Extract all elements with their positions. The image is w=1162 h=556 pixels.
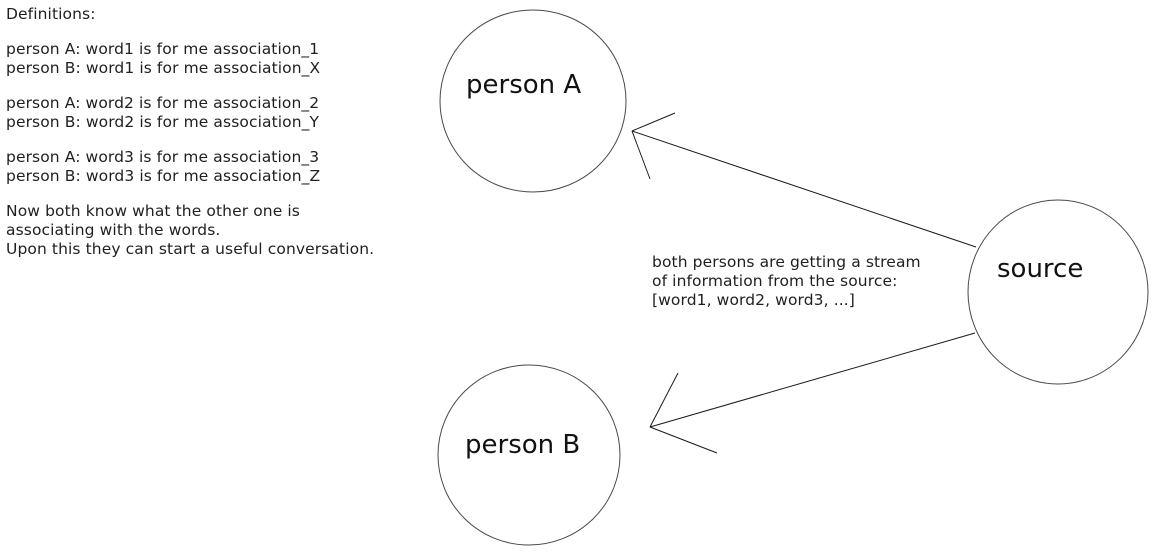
word2-definition-pair: person A: word2 is for me association_2 … bbox=[6, 94, 374, 132]
stream-annotation-line-1: both persons are getting a stream bbox=[652, 253, 921, 271]
word1-definition-pair: person A: word1 is for me association_1 … bbox=[6, 40, 374, 78]
person-b-node bbox=[437, 364, 621, 546]
source-node bbox=[967, 199, 1149, 385]
conclusion-block: Now both know what the other one is asso… bbox=[6, 202, 374, 259]
person-a-word1-definition: person A: word1 is for me association_1 bbox=[6, 40, 320, 58]
arrowhead-upper-barb bbox=[631, 112, 676, 132]
person-a-word2-definition: person A: word2 is for me association_2 bbox=[6, 94, 320, 112]
stream-annotation: both persons are getting a stream of inf… bbox=[652, 253, 921, 310]
person-b-word2-definition: person B: word2 is for me association_Y bbox=[6, 113, 320, 131]
arrowhead-lower-barb bbox=[631, 130, 651, 180]
conclusion-line-2: associating with the words. bbox=[6, 221, 221, 239]
definitions-title: Definitions: bbox=[6, 5, 96, 23]
arrowhead-lower-barb bbox=[649, 426, 718, 454]
person-a-word3-definition: person A: word3 is for me association_3 bbox=[6, 148, 320, 166]
stream-annotation-line-3: [word1, word2, word3, ...] bbox=[652, 291, 855, 309]
arrow-shaft bbox=[649, 332, 976, 428]
arrow-source-to-person-a bbox=[631, 112, 977, 248]
arrow-source-to-person-b bbox=[649, 332, 976, 454]
person-a-node bbox=[439, 9, 627, 193]
arrowhead-upper-barb bbox=[649, 372, 679, 428]
person-b-word1-definition: person B: word1 is for me association_X bbox=[6, 59, 321, 77]
person-a-label: person A bbox=[466, 70, 581, 100]
conclusion-line-1: Now both know what the other one is bbox=[6, 202, 300, 220]
arrow-shaft bbox=[631, 130, 977, 248]
conclusion-line-3: Upon this they can start a useful conver… bbox=[6, 240, 375, 258]
word3-definition-pair: person A: word3 is for me association_3 … bbox=[6, 148, 374, 186]
source-label: source bbox=[997, 254, 1083, 284]
definitions-title-block: Definitions: bbox=[6, 5, 374, 24]
person-b-label: person B bbox=[465, 430, 580, 460]
person-b-word3-definition: person B: word3 is for me association_Z bbox=[6, 167, 321, 185]
definitions-panel: Definitions: person A: word1 is for me a… bbox=[6, 5, 374, 275]
stream-annotation-line-2: of information from the source: bbox=[652, 272, 898, 290]
